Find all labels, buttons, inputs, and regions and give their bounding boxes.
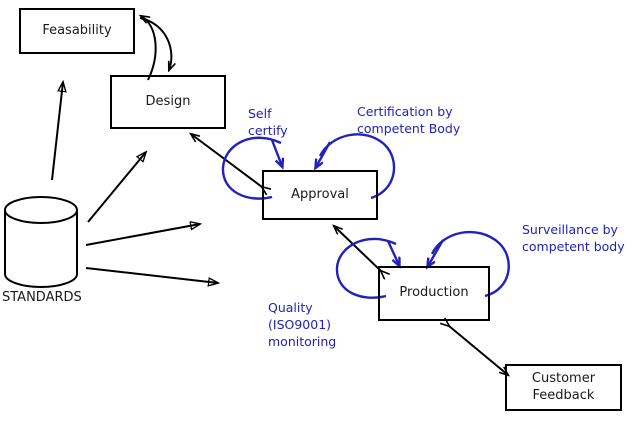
edge-standards-to-production xyxy=(85,267,218,283)
loop-self-certify-head xyxy=(270,139,282,166)
node-production-label: Production xyxy=(399,285,469,301)
loop-certification xyxy=(318,133,396,200)
edge-production-to-approval xyxy=(334,226,381,271)
edge-design-to-feasability xyxy=(141,16,157,81)
node-production[interactable]: Production xyxy=(378,266,490,321)
loop-quality xyxy=(335,237,397,299)
node-approval-label: Approval xyxy=(291,186,349,202)
loop-surveillance xyxy=(430,230,510,298)
node-customer-feedback[interactable]: Customer Feedback xyxy=(505,364,622,411)
annotation-surveillance-competent-body: Surveillance by competent body xyxy=(522,222,625,254)
loop-surveillance-head xyxy=(428,239,445,266)
standards-cylinder xyxy=(4,196,78,288)
edge-standards-to-feasability xyxy=(51,82,63,181)
annotation-self-certify: Self certify xyxy=(248,106,288,138)
node-customer-feedback-label: Customer Feedback xyxy=(531,371,596,403)
node-approval[interactable]: Approval xyxy=(262,170,378,220)
loop-self-certify xyxy=(221,136,282,200)
edge-production-to-customer-feedback xyxy=(449,326,508,375)
node-design[interactable]: Design xyxy=(110,75,226,129)
edge-approval-to-design xyxy=(191,134,262,187)
node-feasability[interactable]: Feasability xyxy=(19,8,135,54)
edge-standards-to-approval xyxy=(85,224,200,246)
node-feasability-label: Feasability xyxy=(42,22,112,38)
node-standards-label: STANDARDS xyxy=(2,290,82,305)
edge-standards-to-design xyxy=(87,152,146,223)
edge-feasability-to-design xyxy=(139,17,171,70)
annotation-certification-competent-body: Certification by competent Body xyxy=(357,104,461,136)
loop-certification-head xyxy=(316,141,332,167)
loop-quality-head xyxy=(386,240,399,265)
annotation-quality-monitoring: Quality (ISO9001) monitoring xyxy=(268,300,337,349)
node-design-label: Design xyxy=(145,93,191,109)
